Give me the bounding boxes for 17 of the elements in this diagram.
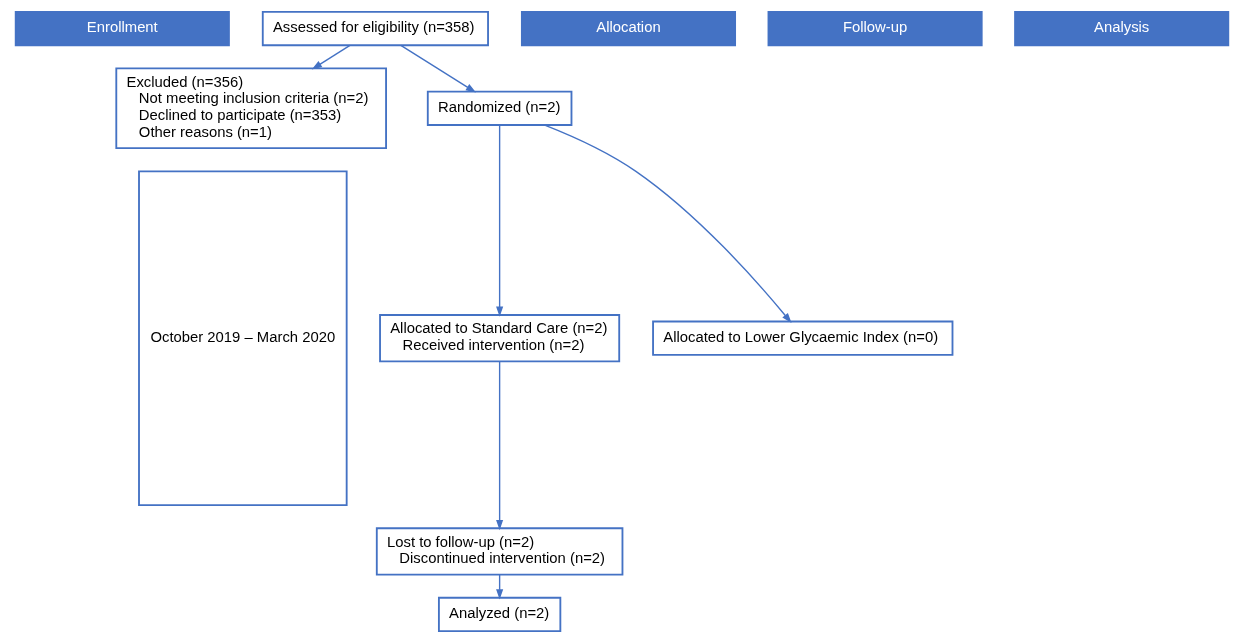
node-box: Randomized (n=2) <box>426 90 572 126</box>
node-box: Analysis <box>1013 10 1229 47</box>
node-box: Excluded (n=356) Not meeting inclusion criteria (n=2) Declined to participate (n=353) Other reasons (n=1) <box>114 67 387 150</box>
node-box: Enrollment <box>14 10 230 47</box>
node-box: Analyzed (n=2) <box>437 596 561 633</box>
arrow <box>311 44 351 70</box>
arrow <box>495 361 503 531</box>
arrow <box>543 124 792 324</box>
node-box: Follow-up <box>767 10 983 47</box>
arrow <box>495 124 503 317</box>
node-box: Lost to follow-up (n=2) Discontinued intervention (n=2) <box>375 527 623 576</box>
node-box: Assessed for eligibility (n=358) <box>261 10 489 47</box>
node-box: Allocation <box>520 10 736 47</box>
arrow <box>399 44 476 93</box>
node-box: Allocated to Standard Care (n=2) Received intervention (n=2) <box>378 314 620 363</box>
node-box: Allocated to Lower Glycaemic Index (n=0) <box>651 320 953 356</box>
node-box: October 2019 – March 2020 <box>137 170 348 506</box>
